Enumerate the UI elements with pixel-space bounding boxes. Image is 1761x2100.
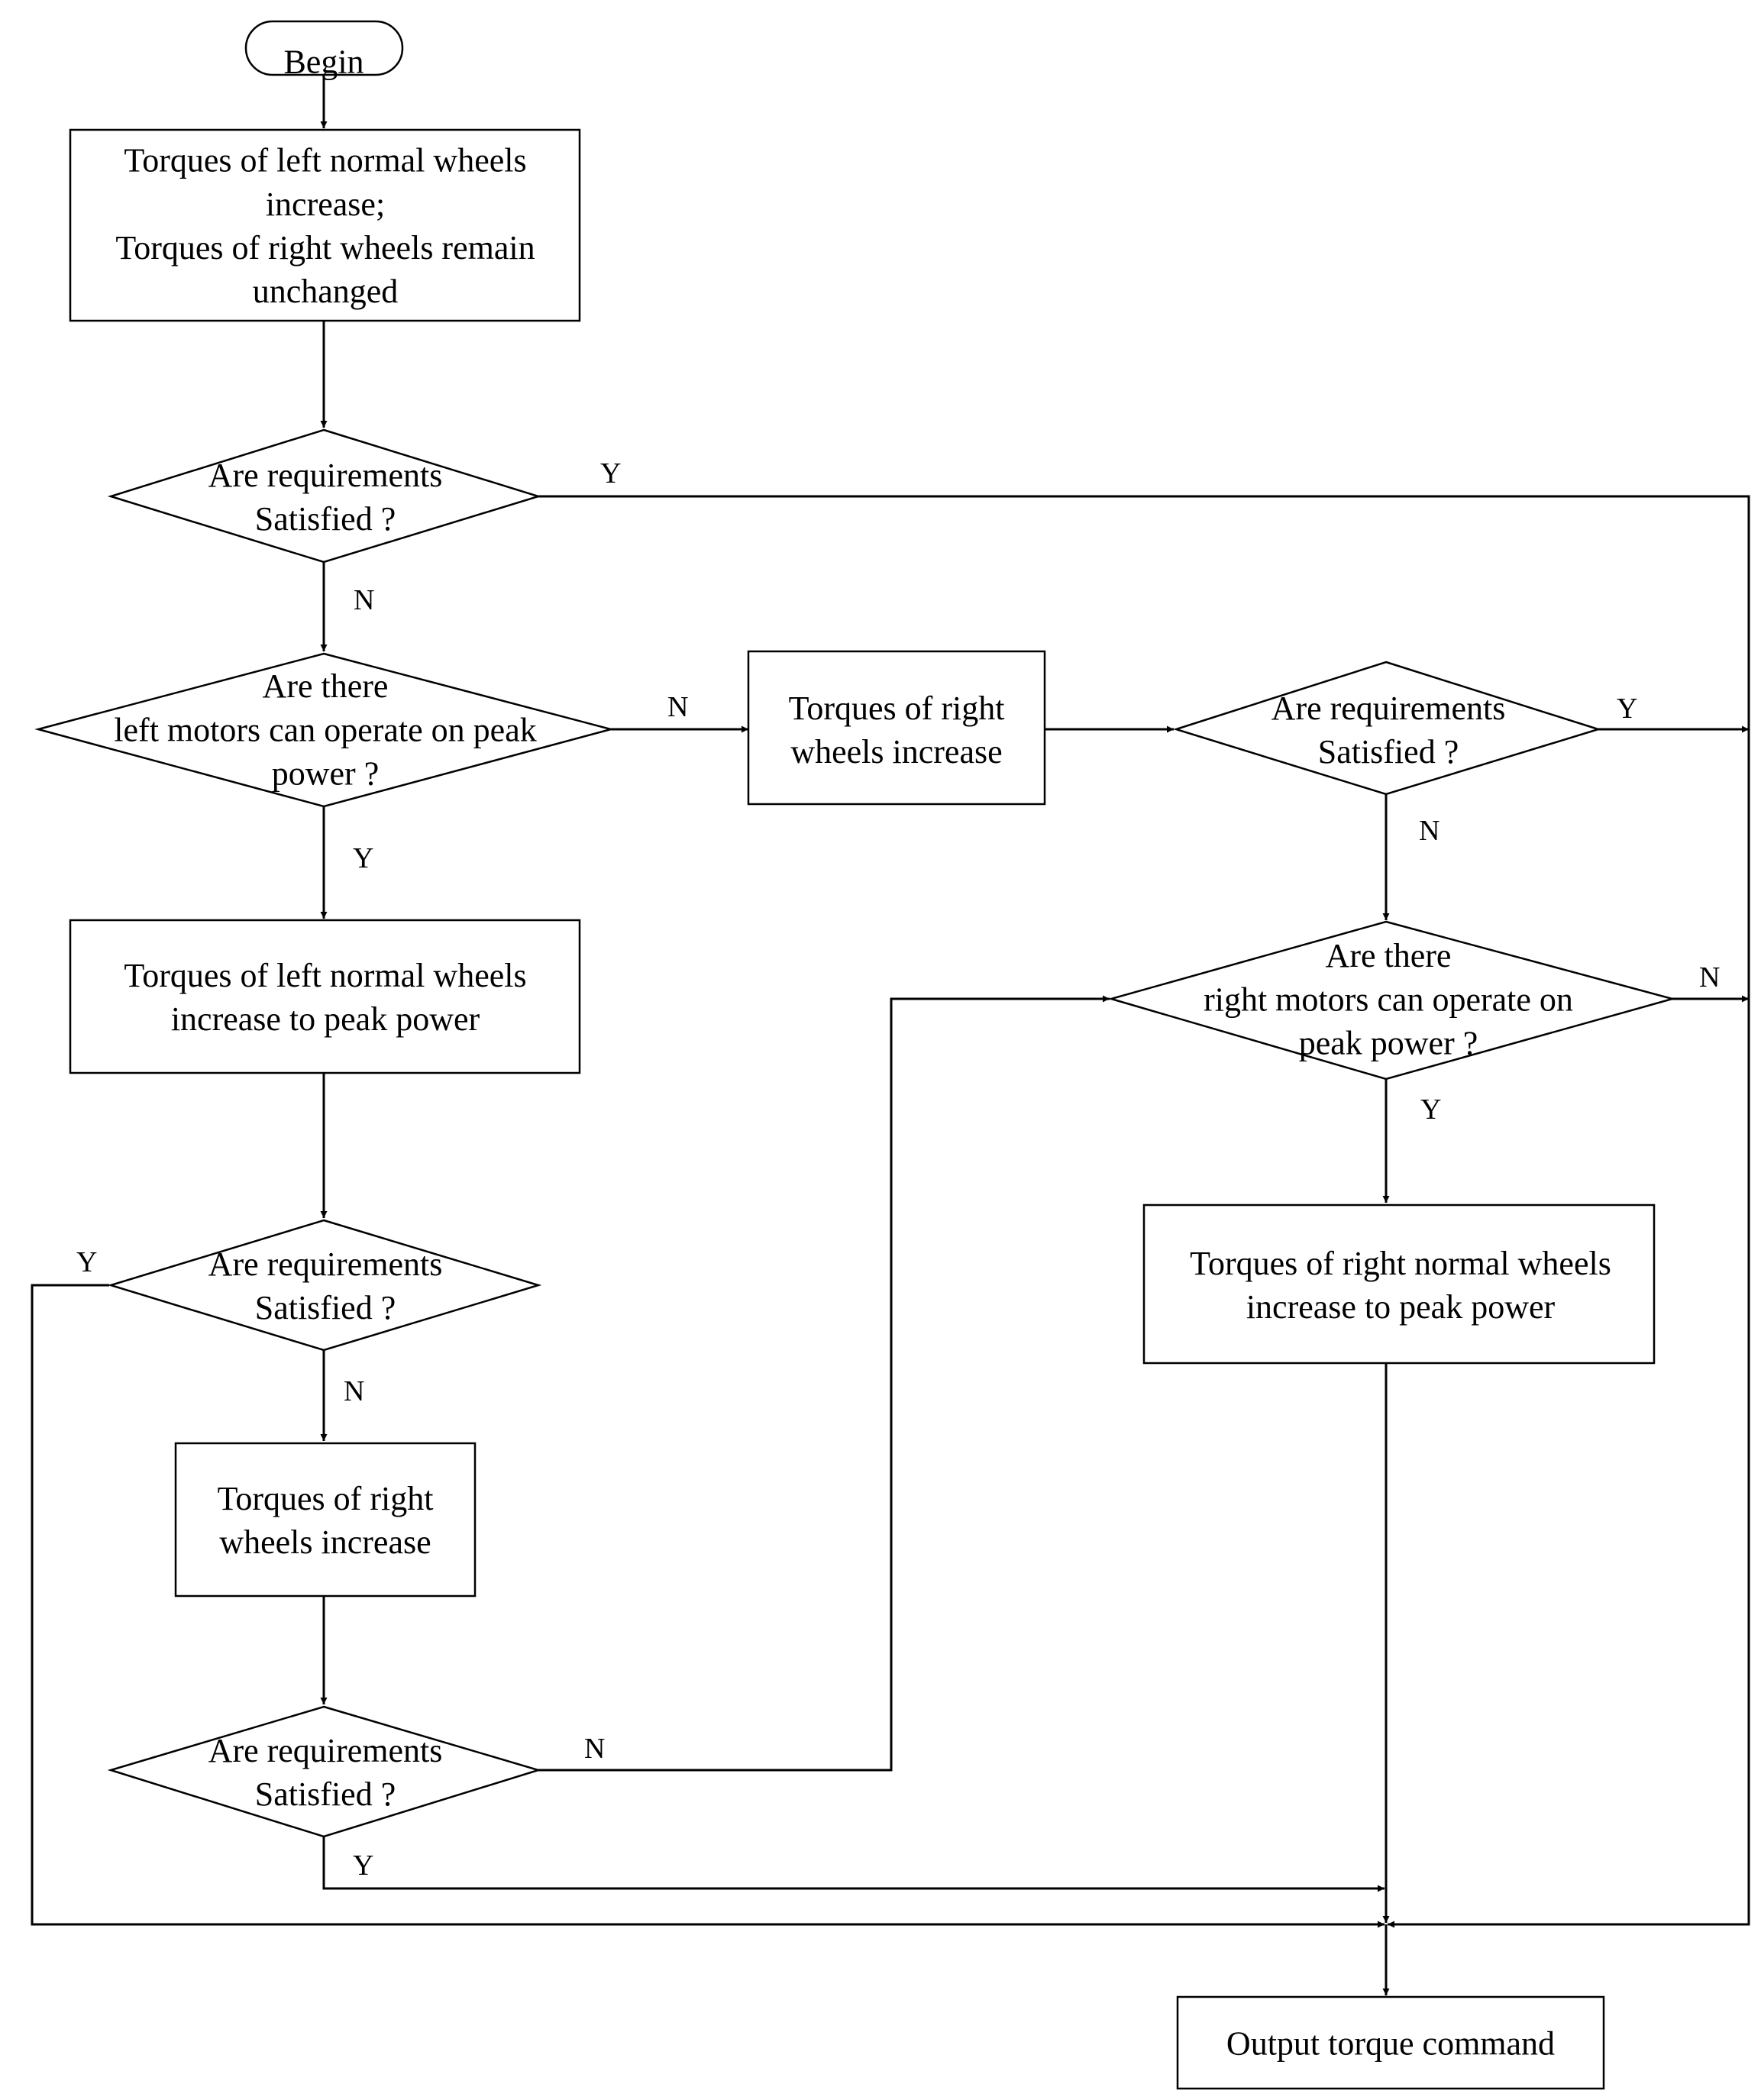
arrow-req2-yes-to-output (31, 1284, 1385, 1928)
edge-label-left-peak-yes: Y (353, 842, 373, 874)
connectors (31, 76, 1750, 1995)
edge-label-req3-yes: Y (353, 1850, 373, 1882)
step-right-increase-top-label: Torques of right wheels increase (789, 690, 1005, 771)
step-right-peak: Torques of right normal wheels increase t… (1142, 1203, 1656, 1365)
decision-requirements-2-shape (107, 1219, 542, 1352)
edge-label-req2-yes: Y (76, 1246, 97, 1278)
step-right-peak-line-2: increase to peak power (1246, 1288, 1556, 1326)
step-left-peak-line-1: Torques of left normal wheels (124, 957, 526, 994)
check-req-right-line-2: Satisfied ? (1318, 733, 1459, 771)
check-left-peak-line-3: power ? (272, 755, 380, 793)
step-right-increase-bottom-line-1: Torques of right (218, 1480, 434, 1517)
decision-right-peak-label: Are there right motors can operate on peak… (1204, 937, 1573, 1061)
edge-label-right-peak-no: N (1699, 961, 1720, 993)
step-left-peak-label: Torques of left normal wheels increase to… (124, 957, 526, 1038)
check-left-peak-line-1: Are there (263, 667, 389, 705)
decision-requirements-1-shape (107, 428, 542, 564)
step-right-increase-bottom-line-2: wheels increase (219, 1523, 431, 1561)
step-left-increase-line-3: Torques of right wheels remain (115, 229, 535, 267)
step-left-increase-line-1: Torques of left normal wheels (124, 142, 526, 179)
step-right-increase-top: Torques of right wheels increase (747, 650, 1046, 806)
decision-right-peak-shape (1107, 920, 1676, 1081)
step-right-peak-label: Torques of right normal wheels increase t… (1190, 1245, 1611, 1326)
check-right-peak-line-2: right motors can operate on (1204, 981, 1573, 1018)
output-label: Output torque command (1226, 2024, 1555, 2062)
step-right-increase-bottom: Torques of right wheels increase (174, 1442, 477, 1598)
decision-left-peak-shape (34, 652, 615, 808)
step-left-peak-box (69, 919, 581, 1074)
edge-label-req-right-no: N (1419, 815, 1439, 847)
begin-line-1: Begin (283, 43, 364, 80)
begin-label: Begin (283, 43, 364, 80)
check-req-3-line-2: Satisfied ? (255, 1775, 396, 1813)
check-req-1-line-1: Are requirements (208, 457, 443, 494)
edge-label-req3-no: N (584, 1733, 605, 1765)
edge-label-req1-no: N (354, 584, 374, 616)
step-left-increase-line-4: unchanged (253, 273, 399, 310)
edge-label-req2-no: N (344, 1375, 364, 1407)
check-req-3-line-1: Are requirements (208, 1732, 443, 1769)
begin-terminal: Begin (244, 20, 404, 80)
edge-label-left-peak-no: N (667, 691, 688, 723)
step-left-increase-label: Torques of left normal wheels increase; To… (115, 142, 535, 311)
decision-left-peak: Are there left motors can operate on peak… (34, 652, 615, 808)
output-terminal: Output torque command (1176, 1995, 1605, 2090)
step-left-peak: Torques of left normal wheels increase to… (69, 919, 581, 1074)
step-left-increase-line-2: increase; (266, 186, 385, 223)
arrow-req3-no-to-right-peak-check (538, 995, 1110, 1772)
check-req-2-line-1: Are requirements (208, 1245, 443, 1283)
decision-left-peak-label: Are there left motors can operate on peak… (114, 667, 536, 792)
step-right-increase-top-line-1: Torques of right (789, 690, 1005, 727)
check-req-2-line-2: Satisfied ? (255, 1289, 396, 1326)
arrow-req1-yes-to-output (538, 495, 1750, 1928)
step-right-increase-bottom-box (174, 1442, 477, 1598)
step-right-peak-line-1: Torques of right normal wheels (1190, 1245, 1611, 1282)
edge-labels: Y N N Y N Y N Y Y N N Y (76, 457, 1720, 1882)
edge-label-req1-yes: Y (600, 457, 621, 489)
output-box (1176, 1995, 1605, 2090)
step-left-increase-box (69, 128, 581, 322)
step-left-increase: Torques of left normal wheels increase; To… (69, 128, 581, 322)
decision-requirements-3-shape (107, 1705, 542, 1838)
step-left-peak-line-2: increase to peak power (171, 1000, 480, 1038)
decision-right-peak: Are there right motors can operate on peak… (1107, 920, 1676, 1081)
step-right-increase-top-line-2: wheels increase (790, 733, 1002, 771)
arrow-req3-yes-to-output (322, 1837, 1385, 1892)
step-right-increase-top-box (747, 650, 1046, 806)
output-line-1: Output torque command (1226, 2024, 1555, 2062)
edge-label-req-right-yes: Y (1617, 693, 1637, 725)
check-req-right-line-1: Are requirements (1271, 690, 1506, 727)
step-right-peak-box (1142, 1203, 1656, 1365)
check-right-peak-line-3: peak power ? (1299, 1025, 1478, 1062)
begin-shape (244, 20, 404, 76)
check-right-peak-line-1: Are there (1326, 937, 1452, 974)
check-req-1-line-2: Satisfied ? (255, 500, 396, 538)
check-left-peak-line-2: left motors can operate on peak (114, 711, 536, 748)
edge-label-right-peak-yes: Y (1420, 1094, 1441, 1126)
decision-requirements-right-shape (1172, 661, 1602, 796)
step-right-increase-bottom-label: Torques of right wheels increase (218, 1480, 434, 1561)
